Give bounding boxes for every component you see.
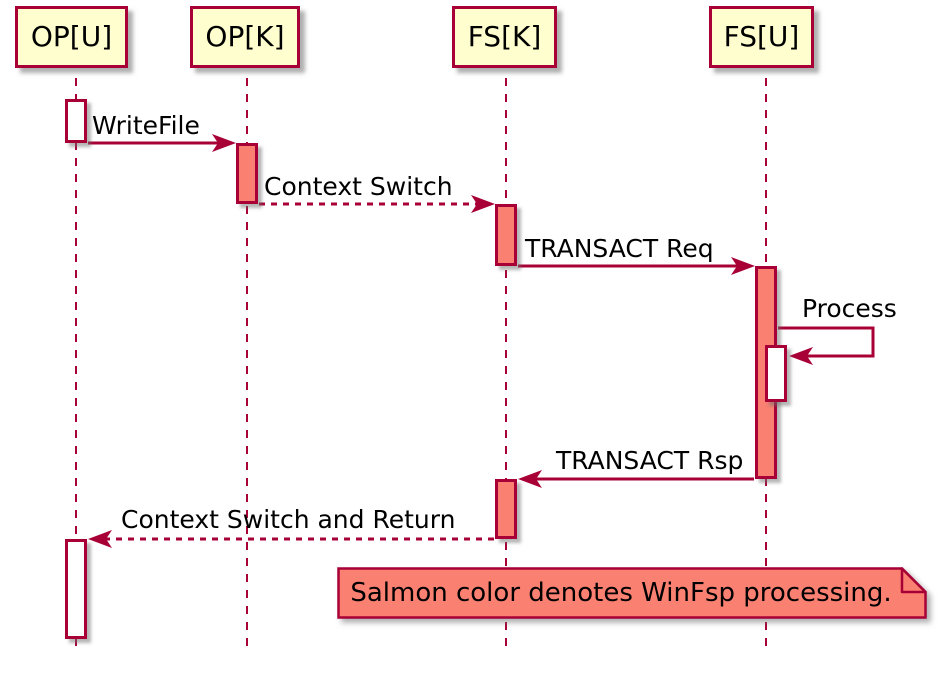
activation-fsk-winfsp-return [495, 479, 517, 539]
arrow-context-switch [259, 195, 495, 213]
participant-opu: OP[U] [15, 6, 128, 68]
participant-fsk-label: FS[K] [467, 20, 542, 53]
message-label-process: Process [802, 294, 897, 323]
lifeline-opu [75, 78, 77, 652]
participant-fsu: FS[U] [709, 6, 814, 68]
message-label-writefile: WriteFile [92, 111, 200, 140]
activation-fsk-winfsp [495, 204, 517, 266]
lifeline-opk [246, 78, 248, 652]
note-text: Salmon color denotes WinFsp processing. [350, 578, 892, 608]
lifeline-fsk [505, 78, 507, 652]
participant-fsk: FS[K] [452, 6, 557, 68]
arrow-context-switch-return [88, 530, 494, 548]
participant-opu-label: OP[U] [30, 20, 113, 53]
participant-opk: OP[K] [190, 6, 300, 68]
message-label-transact-req: TRANSACT Req [525, 234, 714, 263]
note-shape [337, 567, 927, 619]
activation-opk-winfsp [236, 143, 258, 204]
participant-fsu-label: FS[U] [723, 20, 800, 53]
arrow-writefile [88, 134, 236, 152]
activation-fsu-process [765, 345, 787, 402]
participant-opk-label: OP[K] [205, 20, 285, 53]
note-salmon-legend: Salmon color denotes WinFsp processing. [337, 567, 927, 619]
activation-opu-writefile [65, 99, 87, 143]
message-label-context-switch: Context Switch [264, 172, 453, 201]
activation-opu-return [65, 539, 87, 639]
arrow-transact-req [518, 257, 755, 275]
message-label-transact-rsp: TRANSACT Rsp [556, 446, 744, 475]
arrow-transact-rsp [518, 470, 754, 488]
message-label-context-switch-return: Context Switch and Return [121, 505, 456, 534]
arrow-process-self [778, 326, 875, 365]
